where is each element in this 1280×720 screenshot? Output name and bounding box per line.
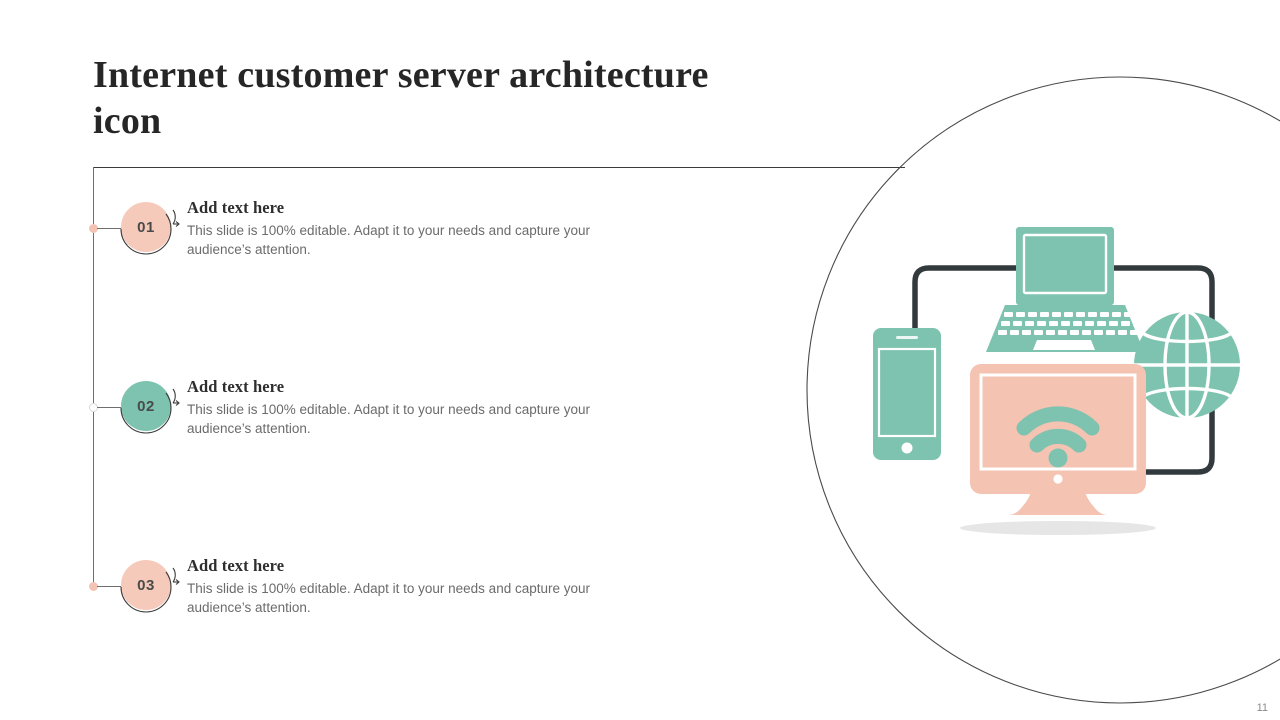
monitor-wifi-icon	[970, 364, 1146, 515]
bracket-horizontal-line	[93, 167, 905, 168]
list-item-heading: Add text here	[187, 377, 285, 396]
wifi-icon	[1016, 406, 1100, 453]
list-item[interactable]: 01 Add text here This slide is 100% edit…	[0, 186, 700, 306]
list-item-body: This slide is 100% editable. Adapt it to…	[187, 402, 590, 436]
list-item-body: This slide is 100% editable. Adapt it to…	[187, 223, 590, 257]
timeline-connector-line	[97, 228, 127, 229]
list-item-body: This slide is 100% editable. Adapt it to…	[187, 581, 590, 615]
monitor-shadow	[960, 521, 1156, 535]
list-item[interactable]: 03 Add text here This slide is 100% edit…	[0, 544, 700, 664]
globe-icon	[1134, 310, 1240, 420]
list-item-heading: Add text here	[187, 198, 285, 217]
illustration-network-diagram	[806, 76, 1280, 704]
number-badge-group[interactable]: 03	[118, 544, 184, 626]
timeline-connector-line	[97, 586, 127, 587]
laptop-icon	[986, 227, 1149, 352]
page-number: 11	[1256, 702, 1268, 714]
list-item[interactable]: 02 Add text here This slide is 100% edit…	[0, 365, 700, 485]
timeline-connector-line	[97, 407, 127, 408]
number-badge: 02	[121, 381, 171, 431]
outer-circle-outline	[806, 76, 1280, 704]
list-item-text: Add text here This slide is 100% editabl…	[187, 198, 637, 259]
number-badge: 03	[121, 560, 171, 610]
bracket-vertical-line	[93, 167, 94, 587]
list-item-heading: Add text here	[187, 556, 285, 575]
number-badge-group[interactable]: 02	[118, 365, 184, 447]
list-item-text: Add text here This slide is 100% editabl…	[187, 377, 637, 438]
number-badge-group[interactable]: 01	[118, 186, 184, 268]
list-item-text: Add text here This slide is 100% editabl…	[187, 556, 637, 617]
smartphone-icon	[873, 328, 941, 460]
page-title: Internet customer server architecture ic…	[93, 54, 709, 142]
number-badge: 01	[121, 202, 171, 252]
